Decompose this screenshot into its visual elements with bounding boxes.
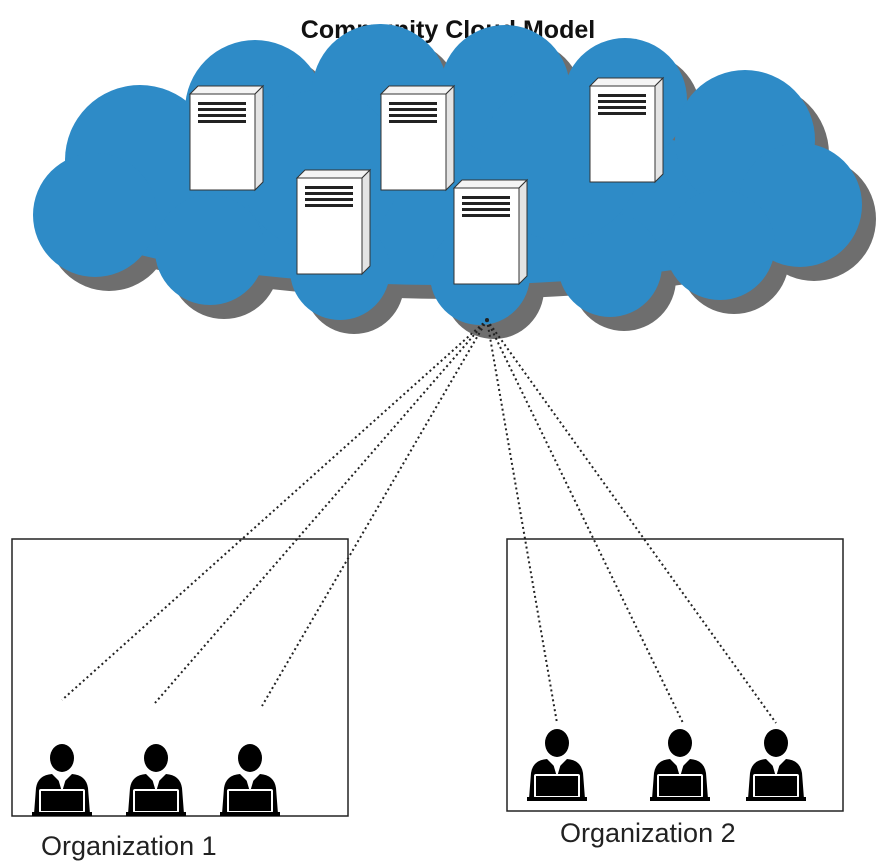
organization-2-label: Organization 2 [560,818,736,848]
user-laptop-icon [745,728,807,802]
user-laptop-icon [526,728,588,802]
organization-1-box [11,538,349,817]
server-1-icon [189,85,264,191]
link-org2-user2 [486,319,684,724]
server-4-icon [296,169,371,275]
user-laptop-icon [649,728,711,802]
connections [61,319,777,724]
server-3-icon [589,77,664,183]
server-5-icon [453,179,528,285]
user-laptop-icon [125,743,187,817]
organization-1: Organization 1 [11,538,349,861]
organization-2-box [506,538,844,812]
server-2-icon [380,85,455,191]
organization-1-label: Organization 1 [41,831,217,861]
user-laptop-icon [31,743,93,817]
link-org1-user2 [154,319,488,704]
link-org2-user3 [486,319,777,724]
user-laptop-icon [219,743,281,817]
link-org1-user1 [61,319,488,701]
organization-2: Organization 2 [506,538,844,848]
link-org2-user1 [486,319,558,724]
link-org1-user3 [261,319,488,707]
